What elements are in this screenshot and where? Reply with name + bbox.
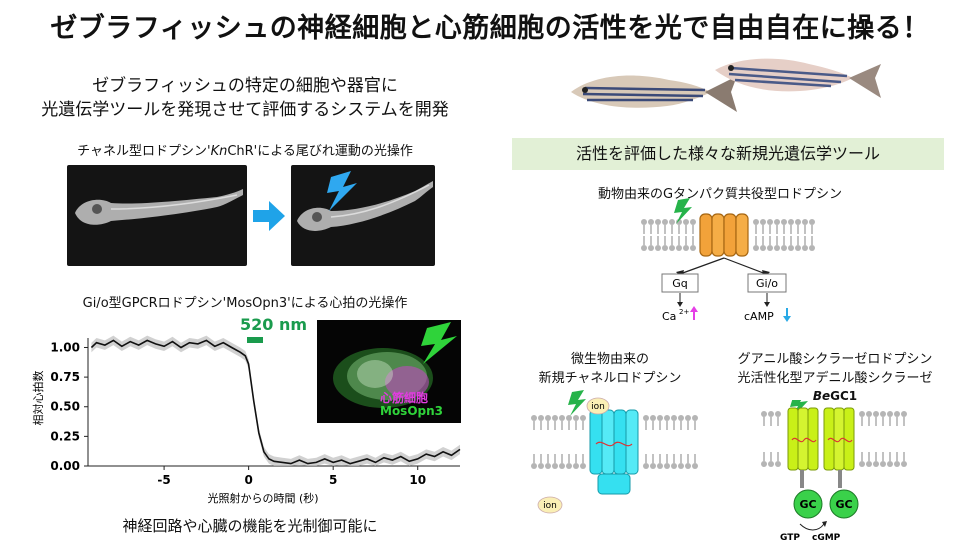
gpcr-receptor (699, 213, 749, 257)
y-tick-label: 1.00 (50, 340, 80, 354)
gio-label: Gi/o (756, 277, 778, 290)
gq-label: Gq (672, 277, 688, 290)
fish-left (571, 75, 737, 112)
tail-caption-em: Kn (210, 144, 228, 159)
cyclase-line-2: 光活性化型アデニル酸シクラーゼ (737, 371, 933, 386)
heart-microscopy-image (317, 320, 461, 423)
series-line (90, 339, 461, 465)
arrow-right-icon (253, 201, 285, 231)
y-axis-label: 相対心拍数 (31, 371, 45, 426)
gc-label-left: GC (799, 498, 816, 511)
gc-domain-right (829, 489, 859, 519)
chart-ticks: 0.00 0.25 0.50 0.75 1.00 -5 0 5 10 (50, 340, 426, 487)
light-on-bar (247, 337, 263, 343)
x-tick-label: -5 (157, 473, 170, 487)
cyclase-line-1: グアニル酸シクラーゼロドプシン (737, 352, 933, 367)
left-conclusion: 神経回路や心臓の機能を光制御可能に (122, 517, 378, 535)
ca-superscript: 2+ (679, 308, 689, 316)
gtp-label: GTP (780, 533, 800, 543)
ion-label-top: ion (591, 402, 605, 412)
heart-caption: Gi/o型GPCRロドプシン'MosOpn3'による心拍の光操作 (82, 296, 408, 311)
ca-label: Ca (662, 310, 676, 323)
ion-label-bottom: ion (543, 501, 557, 511)
intro-text: ゼブラフィッシュの特定の細胞や器官に 光遺伝学ツールを発現させて評価するシステム… (20, 74, 470, 122)
gc-label-right: GC (835, 498, 852, 511)
membrane (761, 411, 907, 467)
begc1-text: GC1 (830, 389, 858, 403)
microbial-line-1: 微生物由来の (570, 352, 649, 367)
light-bolt-icon (674, 198, 692, 224)
up-arrow-icon (690, 306, 698, 320)
channel-protein (589, 409, 639, 495)
membrane (531, 415, 698, 469)
channelrhodopsin-diagram: ion ion (531, 390, 698, 514)
wavelength-label: 520 nm (240, 315, 308, 334)
chart-axes (87, 338, 460, 467)
tail-caption-post: ChR'による尾びれ運動の光操作 (227, 144, 413, 159)
heart-rate-chart: 相対心拍数 0.00 0.25 0.50 0.75 1.00 -5 0 5 10 光照射からの時… (31, 335, 461, 505)
cyclase-protein (787, 407, 855, 488)
x-tick-label: 10 (409, 473, 426, 487)
larva-image-before (67, 165, 247, 266)
cyclase-diagram: GC GC GTP cGMP (761, 400, 907, 543)
mosopn3-label: MosOpn3 (380, 404, 444, 418)
adult-zebrafish-image (571, 58, 881, 112)
y-tick-label: 0.50 (50, 400, 80, 414)
cardiomyocyte-label: 心筋細胞 (380, 391, 429, 405)
gpcr-rhodopsin-title: 動物由来のGタンパク質共役型ロドプシン (597, 187, 843, 202)
larva-drawing-after (297, 171, 433, 231)
y-tick-label: 0.75 (50, 370, 80, 384)
membrane (641, 219, 815, 251)
intro-line-1: ゼブラフィッシュの特定の細胞や器官に (92, 76, 398, 96)
heart-microscopy-drawing (333, 322, 457, 408)
ion-bottom (537, 496, 563, 514)
down-arrow-icon (783, 308, 791, 322)
y-tick-label: 0.25 (50, 429, 80, 443)
page-title: ゼブラフィッシュの神経細胞と心筋細胞の活性を光で自由自在に操る！ (50, 13, 930, 44)
fish-right (715, 58, 881, 98)
camp-label: cAMP (744, 310, 774, 323)
y-tick-label: 0.00 (50, 459, 80, 473)
tail-caption: チャネル型ロドプシン'KnChR'による尾びれ運動の光操作 (30, 140, 460, 159)
gpcr-diagram: Gq Gi/o Ca 2+ cAMP (641, 198, 815, 323)
series-error-band (91, 335, 461, 466)
microbial-line-2: 新規チャネルロドプシン (538, 371, 682, 386)
begc1-label: BeGC1 (700, 388, 970, 405)
cgmp-label: cGMP (812, 533, 841, 543)
tools-banner: 活性を評価した様々な新規光遺伝学ツール (512, 138, 944, 170)
cyclase-title: グアニル酸シクラーゼロドプシン 光活性化型アデニル酸シクラーゼ BeGC1 (700, 350, 970, 405)
light-bolt-icon (568, 390, 586, 416)
gio-box (747, 273, 787, 293)
larva-image-after (291, 165, 435, 266)
microbial-title: 微生物由来の 新規チャネルロドプシン (505, 350, 715, 388)
intro-line-2: 光遺伝学ツールを発現させて評価するシステムを開発 (41, 100, 449, 120)
x-tick-label: 5 (329, 473, 337, 487)
tail-caption-pre: チャネル型ロドプシン' (77, 144, 211, 159)
begc1-em: Be (812, 389, 831, 403)
ion-top (586, 397, 610, 415)
gq-box (661, 273, 699, 293)
x-axis-label: 光照射からの時間 (秒) (207, 491, 318, 505)
x-tick-label: 0 (244, 473, 252, 487)
larva-drawing-before (75, 189, 243, 225)
gc-domain-left (793, 489, 823, 519)
